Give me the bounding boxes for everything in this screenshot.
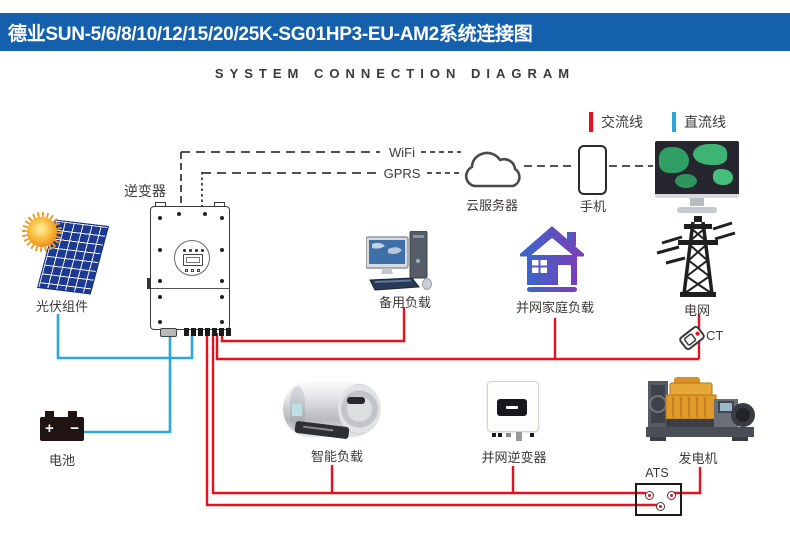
- ac-line-color-swatch: [589, 112, 593, 132]
- ats-box: [635, 483, 682, 516]
- cloud-server-label: 云服务器: [465, 198, 518, 213]
- battery-icon: + −: [40, 409, 84, 441]
- ats-terminal-left: [645, 491, 654, 500]
- grid-label: 电网: [683, 303, 710, 318]
- smart-load-icon: [283, 377, 385, 441]
- ats-terminal-right: [667, 491, 676, 500]
- cloud-server-icon: [464, 151, 521, 188]
- phone-icon: [578, 145, 607, 195]
- battery-label: 电池: [48, 453, 75, 468]
- pv-panel-icon: [18, 212, 109, 298]
- wire-inverter-to-ats-upper: [211, 333, 646, 495]
- battery-plus-terminal: +: [45, 420, 54, 437]
- home-load-label: 并网家庭负载: [515, 300, 594, 315]
- grid-tower-icon: [656, 216, 736, 297]
- battery-minus-terminal: −: [70, 420, 79, 437]
- ats-terminal-bottom: [656, 502, 665, 511]
- header-bar: 德业SUN-5/6/8/10/12/15/20/25K-SG01HP3-EU-A…: [0, 13, 790, 51]
- dc-line-color-swatch: [672, 112, 676, 132]
- smart-load-label: 智能负载: [310, 449, 363, 464]
- sun-icon: [22, 212, 62, 252]
- page-title: 德业SUN-5/6/8/10/12/15/20/25K-SG01HP3-EU-A…: [8, 23, 533, 45]
- monitoring-pc-icon: [655, 141, 739, 214]
- phone-label: 手机: [579, 199, 606, 214]
- legend-ac: 交流线: [589, 112, 643, 132]
- backup-load-label: 备用负载: [378, 295, 431, 310]
- ct-label: CT: [706, 328, 724, 343]
- ac-line-label: 交流线: [601, 114, 643, 130]
- wire-inverter-to-grid-bus: [215, 333, 699, 361]
- wire-inverter-to-backup-load: [220, 307, 406, 343]
- home-load-icon: [520, 226, 584, 292]
- pv-label: 光伏组件: [35, 299, 88, 314]
- inverter-label: 逆变器: [124, 183, 166, 199]
- world-map-screen: [655, 141, 739, 198]
- ct-sensor-icon: [679, 325, 705, 351]
- grid-tie-inverter-icon: [486, 381, 542, 441]
- wifi-label: WiFi: [389, 145, 415, 160]
- wire-inverter-to-ats-lower: [205, 333, 659, 507]
- hybrid-inverter-icon: [147, 202, 234, 340]
- diagram-subtitle: SYSTEM CONNECTION DIAGRAM: [214, 66, 576, 81]
- generator-icon: [646, 377, 755, 441]
- generator-label: 发电机: [678, 451, 718, 466]
- inverter-cable-gland: [160, 328, 177, 337]
- ats-label: ATS: [645, 466, 669, 480]
- legend-dc: 直流线: [672, 112, 726, 132]
- wire-pv-to-inverter: [56, 314, 194, 360]
- gprs-label: GPRS: [383, 166, 421, 181]
- inverter-display: [174, 240, 210, 276]
- dc-line-label: 直流线: [684, 114, 726, 130]
- backup-load-icon: [366, 231, 432, 291]
- wire-battery-to-inverter: [83, 333, 172, 434]
- grid-tie-inverter-label: 并网逆变器: [481, 450, 547, 465]
